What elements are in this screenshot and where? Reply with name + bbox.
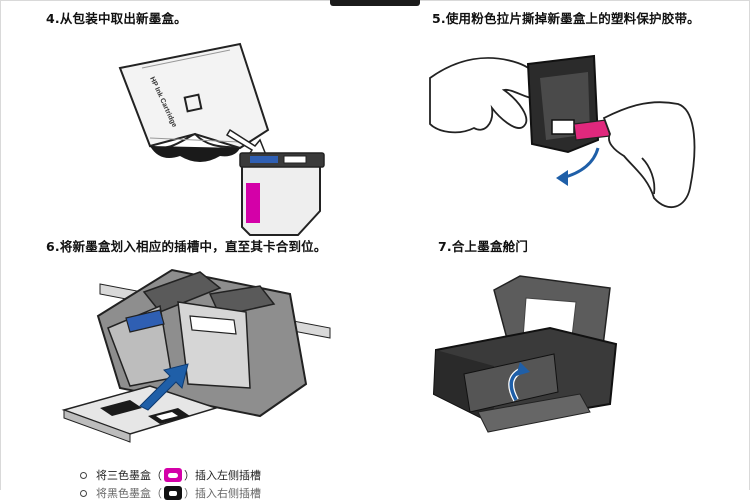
step-6-illustration [61, 268, 331, 443]
black-cartridge-icon [164, 486, 182, 500]
color-cartridge-icon [239, 152, 325, 236]
printer-icon [432, 275, 618, 433]
step-5-illustration [429, 54, 696, 209]
step-6-title: 6.将新墨盒划入相应的插槽中，直至其卡合到位。 [46, 239, 327, 254]
right-hand-icon [602, 101, 696, 209]
bullet-text-before: 将黑色墨盒（ [96, 487, 162, 500]
bullet-icon [80, 471, 87, 479]
insert-instructions-list: 将三色墨盒（ ）插入左侧插槽 将黑色墨盒（ ）插入右侧插槽 [80, 466, 261, 502]
bullet-text-after: ）插入右侧插槽 [184, 487, 261, 500]
bullet-text-before: 将三色墨盒（ [96, 469, 162, 482]
left-hand-icon [429, 57, 544, 134]
top-edge-bar [330, 0, 420, 6]
curved-arrow-icon [556, 147, 600, 186]
close-door-arrow-icon [508, 362, 530, 402]
step-7-title: 7.合上墨盒舱门 [438, 239, 529, 254]
cartridge-package-icon [118, 42, 270, 162]
list-item: 将三色墨盒（ ）插入左侧插槽 [80, 466, 261, 484]
cartridge-tray-icon [61, 385, 219, 443]
pink-tab-icon [573, 119, 611, 141]
list-item: 将黑色墨盒（ ）插入右侧插槽 [80, 484, 261, 502]
insert-arrow-icon [139, 363, 189, 411]
step-7-illustration [432, 275, 618, 433]
printer-carriage-icon [96, 268, 308, 418]
bullet-text-after: ）插入左侧插槽 [184, 469, 261, 482]
step-4-title: 4.从包装中取出新墨盒。 [46, 11, 187, 26]
step-4-illustration: HP Ink Cartridge [118, 42, 325, 236]
tri-color-cartridge-icon [164, 468, 182, 482]
step-5-title: 5.使用粉色拉片撕掉新墨盒上的塑料保护胶带。 [432, 11, 700, 26]
